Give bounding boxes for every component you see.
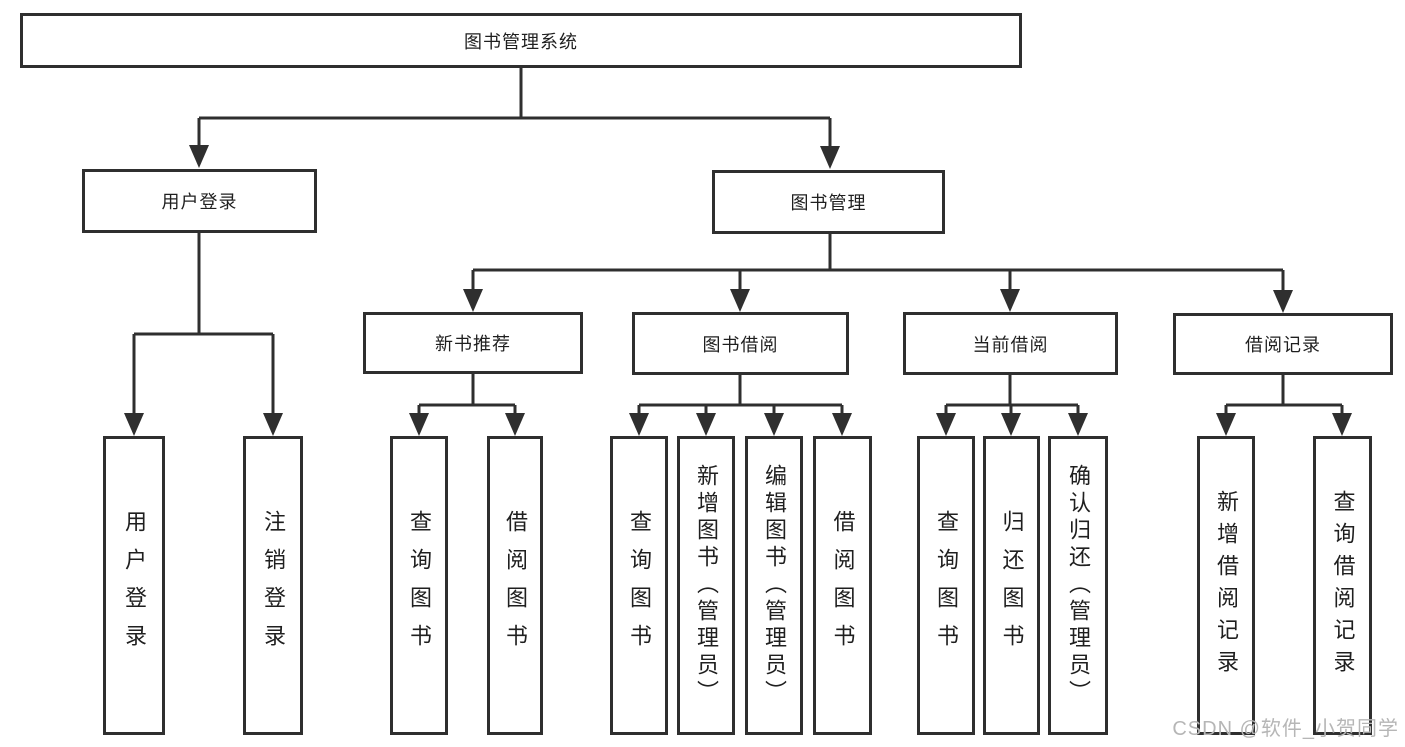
node-book-management-branch: 图书管理	[712, 170, 945, 234]
leaf-add-books-admin: 新增图书（管理员）	[677, 436, 735, 735]
leaf-label: 查询图书	[934, 509, 959, 662]
leaf-borrow-books-1: 借阅图书	[487, 436, 543, 735]
leaf-label: 编辑图书（管理员）	[762, 464, 787, 707]
leaf-label: 借阅图书	[503, 509, 528, 662]
leaf-query-books-1: 查询图书	[390, 436, 448, 735]
node-label: 用户登录	[161, 192, 238, 212]
leaf-logout: 注销登录	[243, 436, 303, 735]
node-label: 图书管理	[790, 193, 867, 213]
node-user-login-branch: 用户登录	[82, 169, 317, 233]
leaf-label: 查询借阅记录	[1330, 489, 1356, 682]
node-new-book-recommend: 新书推荐	[363, 312, 583, 374]
node-borrow-records: 借阅记录	[1173, 313, 1393, 375]
leaf-label: 新增借阅记录	[1214, 489, 1239, 682]
leaf-confirm-return-admin: 确认归还（管理员）	[1048, 436, 1108, 735]
leaf-label: 查询图书	[407, 509, 432, 662]
leaf-label: 归还图书	[999, 509, 1025, 662]
node-book-borrow: 图书借阅	[632, 312, 849, 375]
arrowheads	[124, 145, 1352, 436]
leaf-label: 确认归还（管理员）	[1066, 464, 1091, 707]
node-root-label: 图书管理系统	[464, 31, 578, 52]
leaf-add-borrow-record: 新增借阅记录	[1197, 436, 1255, 735]
csdn-watermark: CSDN @软件_小贺同学	[1172, 718, 1399, 740]
node-label: 新书推荐	[435, 334, 511, 354]
leaf-label: 注销登录	[261, 509, 286, 662]
leaf-borrow-books-2: 借阅图书	[813, 436, 872, 735]
node-label: 图书借阅	[702, 334, 779, 355]
leaf-return-books: 归还图书	[983, 436, 1040, 735]
leaf-label: 用户登录	[122, 509, 147, 662]
leaf-query-books-2: 查询图书	[610, 436, 668, 735]
node-label: 借阅记录	[1245, 335, 1321, 355]
leaf-user-login: 用户登录	[103, 436, 165, 735]
leaf-label: 借阅图书	[830, 509, 856, 662]
leaf-label: 新增图书（管理员）	[694, 464, 719, 707]
leaf-query-borrow-record: 查询借阅记录	[1313, 436, 1372, 735]
node-label: 当前借阅	[972, 334, 1049, 355]
node-current-borrow: 当前借阅	[903, 312, 1118, 375]
leaf-edit-books-admin: 编辑图书（管理员）	[745, 436, 803, 735]
leaf-query-books-3: 查询图书	[917, 436, 975, 735]
leaf-label: 查询图书	[627, 509, 652, 662]
node-root-system: 图书管理系统	[20, 13, 1022, 68]
